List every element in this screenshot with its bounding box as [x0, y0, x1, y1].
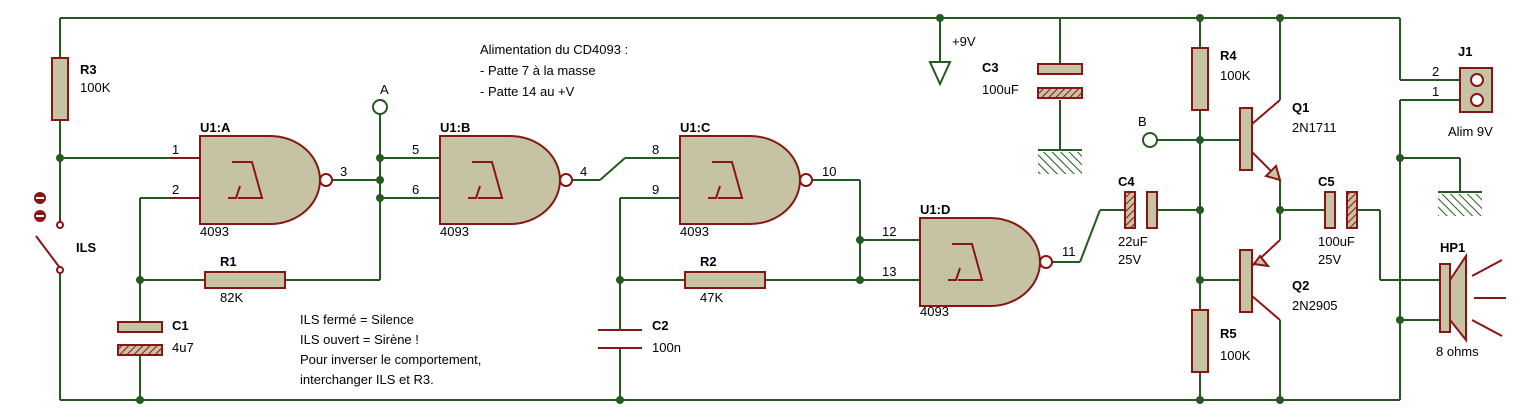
- component-ref: C1: [172, 318, 189, 333]
- note-line: ILS ouvert = Sirène !: [300, 332, 419, 347]
- resistor-r1: R1 82K: [204, 254, 286, 305]
- transistor-q1: Q1 2N1711: [1239, 99, 1337, 182]
- component-part: 2N1711: [1292, 120, 1337, 135]
- resistor-r5: R5 100K: [1191, 309, 1251, 373]
- gate-u1c: U1:C 4093 8 9 10: [652, 120, 836, 239]
- component-value: 100K: [1220, 348, 1251, 363]
- component-value: 82K: [220, 290, 243, 305]
- gate-part: 4093: [200, 224, 229, 239]
- gate-u1b: U1:B 4093 5 6 4: [412, 120, 587, 239]
- component-ref: R4: [1220, 48, 1237, 63]
- component-value: 100K: [80, 80, 111, 95]
- resistor-r4: R4 100K: [1191, 47, 1251, 111]
- component-value: 22uF: [1118, 234, 1148, 249]
- capacitor-c3: C3 100uF: [982, 60, 1083, 99]
- component-value: 100n: [652, 340, 681, 355]
- component-ref: HP1: [1440, 240, 1465, 255]
- pin-number: 6: [412, 182, 419, 197]
- speaker-hp1: HP1 8 ohms: [1436, 240, 1506, 359]
- junction-dots: [56, 14, 1404, 404]
- note-line: - Patte 7 à la masse: [480, 63, 596, 78]
- testpoint-label: A: [380, 82, 389, 97]
- component-ref: R5: [1220, 326, 1237, 341]
- component-value: 47K: [700, 290, 723, 305]
- pin-number: 1: [172, 142, 179, 157]
- pin-number: 1: [1432, 84, 1439, 99]
- connector-j1: J1 2 1 Alim 9V: [1432, 44, 1493, 139]
- note-line: interchanger ILS et R3.: [300, 372, 434, 387]
- gate-part: 4093: [440, 224, 469, 239]
- resistor-r3: R3 100K: [51, 57, 111, 121]
- component-value: 100uF: [982, 82, 1019, 97]
- pin-number: 2: [1432, 64, 1439, 79]
- gate-part: 4093: [680, 224, 709, 239]
- component-voltage: 25V: [1318, 252, 1341, 267]
- capacitor-c2: C2 100n: [598, 318, 681, 355]
- component-ref: C4: [1118, 174, 1135, 189]
- note-line: - Patte 14 au +V: [480, 84, 575, 99]
- vplus-terminal: +9V: [928, 34, 976, 87]
- gate-ref: U1:C: [680, 120, 711, 135]
- capacitor-c4: C4 22uF 25V: [1118, 174, 1158, 267]
- component-ref: R3: [80, 62, 97, 77]
- component-voltage: 25V: [1118, 252, 1141, 267]
- pin-number: 4: [580, 164, 587, 179]
- gate-u1d: U1:D 4093 12 13 11: [882, 202, 1076, 319]
- testpoint-label: B: [1138, 114, 1147, 129]
- pin-number: 3: [340, 164, 347, 179]
- note-line: ILS fermé = Silence: [300, 312, 414, 327]
- gate-ref: U1:B: [440, 120, 470, 135]
- component-value: 100uF: [1318, 234, 1355, 249]
- behavior-note: ILS fermé = Silence ILS ouvert = Sirène …: [300, 312, 481, 387]
- pin-number: 2: [172, 182, 179, 197]
- component-ref: ILS: [76, 240, 97, 255]
- component-ref: R2: [700, 254, 717, 269]
- component-ref: J1: [1458, 44, 1472, 59]
- pin-number: 10: [822, 164, 836, 179]
- component-ref: C3: [982, 60, 999, 75]
- component-value: 100K: [1220, 68, 1251, 83]
- vplus-label: +9V: [952, 34, 976, 49]
- component-ref: C5: [1318, 174, 1335, 189]
- capacitor-c1: C1 4u7: [117, 318, 194, 356]
- note-line: Pour inverser le comportement,: [300, 352, 481, 367]
- ground-c3: [1038, 149, 1082, 174]
- component-ref: Q2: [1292, 278, 1309, 293]
- pin-number: 11: [1062, 244, 1076, 259]
- component-ref: C2: [652, 318, 669, 333]
- reed-switch-ils: ILS: [34, 192, 97, 274]
- gate-part: 4093: [920, 304, 949, 319]
- transistor-q2: Q2 2N2905: [1239, 239, 1338, 321]
- component-label: Alim 9V: [1448, 124, 1493, 139]
- pin-number: 5: [412, 142, 419, 157]
- component-ref: Q1: [1292, 100, 1309, 115]
- capacitor-c5: C5 100uF 25V: [1318, 174, 1358, 267]
- ground-right: [1438, 191, 1482, 216]
- pin-number: 8: [652, 142, 659, 157]
- component-value: 4u7: [172, 340, 194, 355]
- component-part: 2N2905: [1292, 298, 1338, 313]
- component-ref: R1: [220, 254, 237, 269]
- pin-number: 9: [652, 182, 659, 197]
- gate-ref: U1:D: [920, 202, 950, 217]
- resistor-r2: R2 47K: [684, 254, 766, 305]
- testpoint-a: A: [372, 82, 389, 115]
- pin-number: 12: [882, 224, 896, 239]
- power-note: Alimentation du CD4093 : - Patte 7 à la …: [480, 42, 628, 99]
- note-line: Alimentation du CD4093 :: [480, 42, 628, 57]
- gate-ref: U1:A: [200, 120, 231, 135]
- testpoint-b: B: [1138, 114, 1158, 148]
- component-value: 8 ohms: [1436, 344, 1479, 359]
- pin-number: 13: [882, 264, 896, 279]
- gate-u1a: U1:A 4093 1 2 3: [170, 120, 347, 239]
